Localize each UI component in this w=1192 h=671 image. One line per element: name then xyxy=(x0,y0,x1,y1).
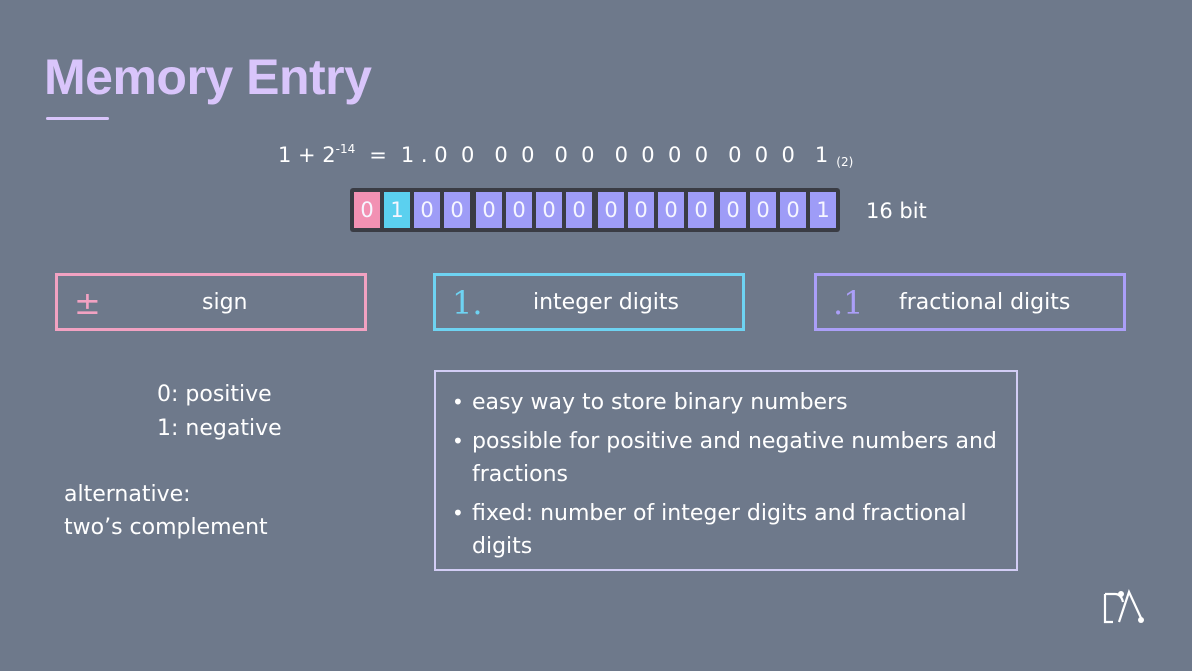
notes-box: • easy way to store binary numbers • possi… xyxy=(434,370,1018,571)
alternative-line-2: two’s complement xyxy=(64,515,268,540)
equation-subscript: (2) xyxy=(836,155,854,169)
fraction-digit-icon: .1 xyxy=(833,284,864,322)
sign-card: ± sign xyxy=(55,273,367,331)
bit-cell: 0 xyxy=(750,192,776,228)
slide-title: Memory Entry xyxy=(44,49,372,105)
bit-cell: 0 xyxy=(658,192,684,228)
fraction-card-label: fractional digits xyxy=(899,290,1071,315)
bit-cell: 1 xyxy=(384,192,410,228)
bit-cell: 0 xyxy=(780,192,806,228)
fraction-card: .1 fractional digits xyxy=(814,273,1126,331)
bit-cell: 0 xyxy=(598,192,624,228)
sign-positive: 0: positive xyxy=(157,382,272,407)
plus-minus-icon: ± xyxy=(74,284,101,322)
bit-register: 0 1 0 0 0 0 0 0 0 0 0 0 0 0 0 1 xyxy=(350,188,840,232)
notes-list: • easy way to store binary numbers • possi… xyxy=(450,386,1002,563)
bit-cell: 0 xyxy=(536,192,562,228)
list-item: • easy way to store binary numbers xyxy=(450,386,1002,419)
bit-cell: 0 xyxy=(354,192,380,228)
bullet-icon: • xyxy=(452,501,464,525)
bit-cell: 0 xyxy=(506,192,532,228)
bit-cell: 0 xyxy=(720,192,746,228)
bit-cell: 0 xyxy=(414,192,440,228)
list-item: • possible for positive and negative numb… xyxy=(450,425,1002,491)
bit-cell: 0 xyxy=(566,192,592,228)
equation-rhs: 1 . 0 0 0 0 0 0 0 0 0 0 0 0 0 1 xyxy=(400,143,829,167)
integer-digit-icon: 1. xyxy=(452,284,483,322)
note-text: easy way to store binary numbers xyxy=(472,390,848,415)
bit-cell: 0 xyxy=(476,192,502,228)
binary-equation: 1 + 2-14 = 1 . 0 0 0 0 0 0 0 0 0 0 0 0 0 1… xyxy=(278,142,853,169)
integer-card: 1. integer digits xyxy=(433,273,745,331)
bit-cell: 0 xyxy=(444,192,470,228)
integer-card-label: integer digits xyxy=(533,290,679,315)
note-text: possible for positive and negative numbe… xyxy=(472,429,997,487)
sign-values: 0: positive 1: negative xyxy=(157,378,282,446)
list-item: • fixed: number of integer digits and fra… xyxy=(450,497,1002,563)
equation-lhs-exponent: -14 xyxy=(335,142,356,156)
bullet-icon: • xyxy=(452,429,464,453)
equation-lhs-base: 1 + 2 xyxy=(278,143,336,167)
note-text: fixed: number of integer digits and frac… xyxy=(472,501,967,559)
da-logo-icon xyxy=(1103,589,1144,624)
equation-equals: = xyxy=(369,143,387,167)
bullet-icon: • xyxy=(452,390,464,414)
alternative-note: alternative: two’s complement xyxy=(64,478,268,544)
sign-card-label: sign xyxy=(202,290,248,315)
alternative-line-1: alternative: xyxy=(64,482,191,507)
bit-count-label: 16 bit xyxy=(866,199,927,223)
sign-negative: 1: negative xyxy=(157,416,282,441)
bit-cell: 0 xyxy=(688,192,714,228)
bit-cell: 1 xyxy=(810,192,836,228)
bit-cell: 0 xyxy=(628,192,654,228)
title-underline xyxy=(46,117,109,120)
